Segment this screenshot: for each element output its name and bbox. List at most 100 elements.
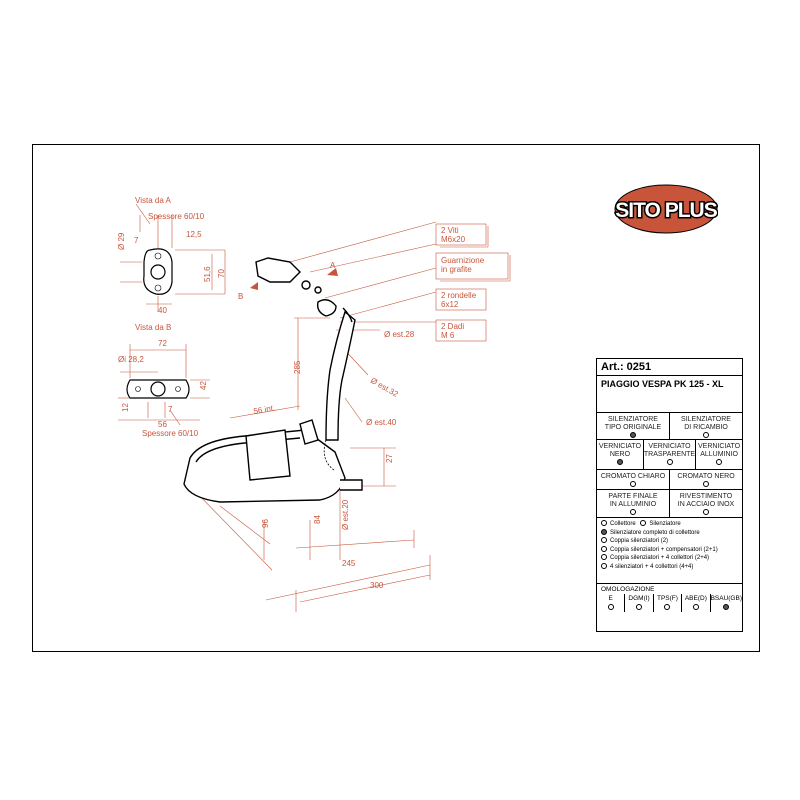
clear-paint-line2: TRASPARENTE <box>643 451 696 458</box>
pair-4-collectors-label: Coppia silenziatori + 4 collettori (2+4) <box>610 555 710 561</box>
end-part-row: PARTE FINALE IN ALLUMINIO RIVESTIMENTO I… <box>597 490 742 518</box>
homologation-dgm[interactable]: DGM(I) <box>625 594 654 612</box>
view-b-dim-7: 7 <box>168 405 173 414</box>
arrow-b-label: B <box>238 292 243 301</box>
logo-text: SITO PLUS <box>615 199 717 222</box>
radio-aluminium-paint[interactable] <box>716 459 723 466</box>
dim-est-32: Ø est.32 <box>369 376 400 399</box>
pair-label: Coppia silenziatori (2) <box>610 538 669 544</box>
view-a-dim-7: 7 <box>134 236 139 245</box>
option-aluminium-paint[interactable]: VERNICIATO ALLUMINIO <box>696 440 742 469</box>
view-b-thickness: Spessore 60/10 <box>142 429 199 438</box>
option-black-paint[interactable]: VERNICIATO NERO <box>597 440 644 469</box>
callout-nuts-line1: 2 Dadi <box>441 322 465 331</box>
option-stainless-cover[interactable]: RIVESTIMENTO IN ACCIAIO INOX <box>670 490 742 517</box>
view-a-title: Vista da A <box>135 196 172 205</box>
view-b-dim-12: 12 <box>121 403 130 412</box>
original-silencer-line2: TIPO ORIGINALE <box>604 424 662 431</box>
option-original-silencer[interactable]: SILENZIATORE TIPO ORIGINALE <box>597 413 670 439</box>
radio-stainless-cover[interactable] <box>703 509 709 516</box>
homologation-tps-label: TPS(F) <box>657 595 678 602</box>
option-aluminium-end[interactable]: PARTE FINALE IN ALLUMINIO <box>597 490 670 517</box>
aluminium-end-line2: IN ALLUMINIO <box>609 501 657 508</box>
homologation-e-label: E <box>608 595 613 602</box>
model-name: PIAGGIO VESPA PK 125 - XL <box>597 376 742 413</box>
homologation-title: OMOLOGAZIONE <box>601 586 655 593</box>
kit-option-collector-silencer: Collettore Silenziatore <box>597 520 742 529</box>
pair-compensators-label: Coppia silenziatori + compensatori (2+1) <box>610 546 718 553</box>
view-a-dim-40: 40 <box>158 306 167 315</box>
clear-paint-line1: VERNICIATO <box>648 443 691 450</box>
radio-homologation-tps[interactable] <box>664 604 671 611</box>
option-spare-silencer[interactable]: SILENZIATORE DI RICAMBIO <box>670 413 742 439</box>
option-black-chrome[interactable]: CROMATO NERO <box>670 470 742 489</box>
view-a-dim-12-5: 12,5 <box>186 230 202 239</box>
radio-pair[interactable] <box>601 537 607 544</box>
kit-option-pair[interactable]: Coppia silenziatori (2) <box>597 537 742 546</box>
callout-nuts-line2: M 6 <box>441 331 455 340</box>
complete-label: Silenziatore completo di collettore <box>610 529 700 536</box>
callout-washers-line1: 2 rondelle <box>441 291 477 300</box>
view-a-dim-51-6: 51,6 <box>203 266 212 282</box>
chrome-finish-row: CROMATO CHIARO CROMATO NERO <box>597 470 742 490</box>
view-a-dim-70: 70 <box>217 269 226 278</box>
drawing-sheet-border <box>32 144 760 652</box>
callout-nuts: 2 Dadi M 6 <box>441 322 464 340</box>
homologation-section: OMOLOGAZIONE E DGM(I) TPS(F) ABE(D) BSAU… <box>597 584 742 612</box>
radio-black-chrome[interactable] <box>703 481 709 488</box>
homologation-tps[interactable]: TPS(F) <box>654 594 683 612</box>
aluminium-paint-line1: VERNICIATO <box>697 443 741 450</box>
stainless-cover-line2: IN ACCIAIO INOX <box>677 501 735 508</box>
view-b-dim-28-2: Øi 28,2 <box>118 355 144 364</box>
sito-plus-logo: SITO PLUS <box>614 184 718 234</box>
view-b-dim-42: 42 <box>199 381 208 390</box>
kit-option-4-4[interactable]: 4 silenziatori + 4 collettori (4+4) <box>597 562 742 572</box>
radio-pair-4-collectors[interactable] <box>601 554 607 561</box>
view-a-thickness: Spessore 60/10 <box>148 212 205 221</box>
dim-27: 27 <box>385 454 394 463</box>
dim-245: 245 <box>342 559 356 568</box>
kit-option-pair-compensators[interactable]: Coppia silenziatori + compensatori (2+1) <box>597 545 742 555</box>
radio-light-chrome[interactable] <box>630 481 636 488</box>
homologation-abe-label: ABE(D) <box>684 595 707 602</box>
radio-collector[interactable] <box>601 520 607 527</box>
radio-original-silencer[interactable] <box>630 432 636 439</box>
stainless-cover-line1: RIVESTIMENTO <box>679 493 733 500</box>
article-number: Art.: 0251 <box>597 359 742 376</box>
black-paint-line2: NERO <box>609 451 631 458</box>
radio-spare-silencer[interactable] <box>703 432 709 439</box>
spare-silencer-line2: DI RICAMBIO <box>684 424 728 431</box>
radio-homologation-bsau[interactable] <box>723 604 730 611</box>
radio-complete[interactable] <box>601 528 607 535</box>
callout-screws-line1: 2 Viti <box>441 226 459 235</box>
spare-silencer-line1: SILENZIATORE <box>681 416 731 423</box>
radio-pair-compensators[interactable] <box>601 545 607 552</box>
callout-gasket-line2: in grafite <box>441 265 472 274</box>
arrow-a-label: A <box>330 261 336 270</box>
black-chrome-label: CROMATO NERO <box>677 473 735 480</box>
dim-300: 300 <box>370 581 384 590</box>
view-b-dim-72: 72 <box>158 339 167 348</box>
radio-aluminium-end[interactable] <box>630 509 636 516</box>
radio-4-4[interactable] <box>601 562 607 569</box>
callout-washers: 2 rondelle 6x12 <box>441 291 476 309</box>
light-chrome-label: CROMATO CHIARO <box>600 473 666 480</box>
radio-homologation-e[interactable] <box>607 604 614 611</box>
view-b-dim-56: 56 <box>158 420 167 429</box>
radio-homologation-dgm[interactable] <box>636 604 643 611</box>
spec-table: Art.: 0251 PIAGGIO VESPA PK 125 - XL SIL… <box>596 358 743 632</box>
collector-label: Collettore <box>610 521 636 527</box>
homologation-abe[interactable]: ABE(D) <box>682 594 711 612</box>
homologation-bsau[interactable]: BSAU(GB) <box>711 594 742 612</box>
homologation-e[interactable]: E <box>597 594 626 612</box>
kit-option-complete[interactable]: Silenziatore completo di collettore <box>597 528 742 538</box>
radio-black-paint[interactable] <box>616 459 623 466</box>
option-clear-paint[interactable]: VERNICIATO TRASPARENTE <box>643 440 697 469</box>
radio-silencer[interactable] <box>640 520 647 527</box>
option-light-chrome[interactable]: CROMATO CHIARO <box>597 470 670 489</box>
kit-option-pair-4-collectors[interactable]: Coppia silenziatori + 4 collettori (2+4) <box>597 554 742 563</box>
aluminium-end-line1: PARTE FINALE <box>608 493 658 500</box>
radio-homologation-abe[interactable] <box>692 604 699 611</box>
radio-clear-paint[interactable] <box>666 459 673 466</box>
